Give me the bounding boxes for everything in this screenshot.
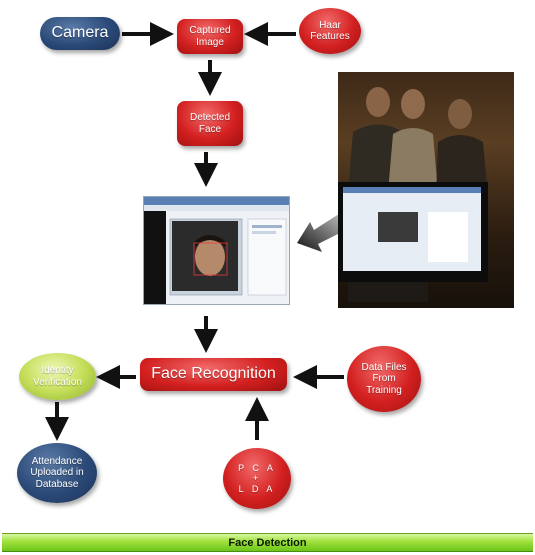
screenshot-image	[143, 196, 290, 305]
photo-image	[338, 72, 514, 308]
footer-title: Face Detection	[228, 536, 307, 549]
haar-features-label: Haar Features	[310, 19, 350, 43]
photo-to-screenshot-arrow	[297, 212, 350, 252]
captured-image-label: Captured Image	[189, 25, 231, 48]
attendance-label: Attendance Uploaded in Database	[30, 455, 84, 490]
attendance-node: Attendance Uploaded in Database	[17, 443, 97, 503]
pca-lda-label: P C A + L D A	[238, 462, 276, 494]
screenshot-graphic	[144, 197, 289, 304]
data-files-label: Data Files From Training	[361, 361, 407, 396]
haar-features-node: Haar Features	[299, 8, 361, 54]
detected-face-label: Detected Face	[189, 112, 231, 135]
data-files-node: Data Files From Training	[347, 346, 421, 412]
face-recognition-node: Face Recognition	[140, 358, 287, 391]
face-recognition-label: Face Recognition	[151, 365, 276, 383]
camera-label: Camera	[51, 24, 109, 42]
photo-graphic	[338, 87, 488, 302]
pca-lda-node: P C A + L D A	[223, 448, 291, 509]
captured-image-node: Captured Image	[177, 19, 243, 54]
identity-verification-label: Identity Verification	[33, 365, 82, 388]
camera-node: Camera	[40, 17, 120, 50]
footer-title-bar: Face Detection	[2, 533, 533, 552]
detected-face-node: Detected Face	[177, 101, 243, 146]
identity-verification-node: Identity Verification	[19, 353, 96, 400]
